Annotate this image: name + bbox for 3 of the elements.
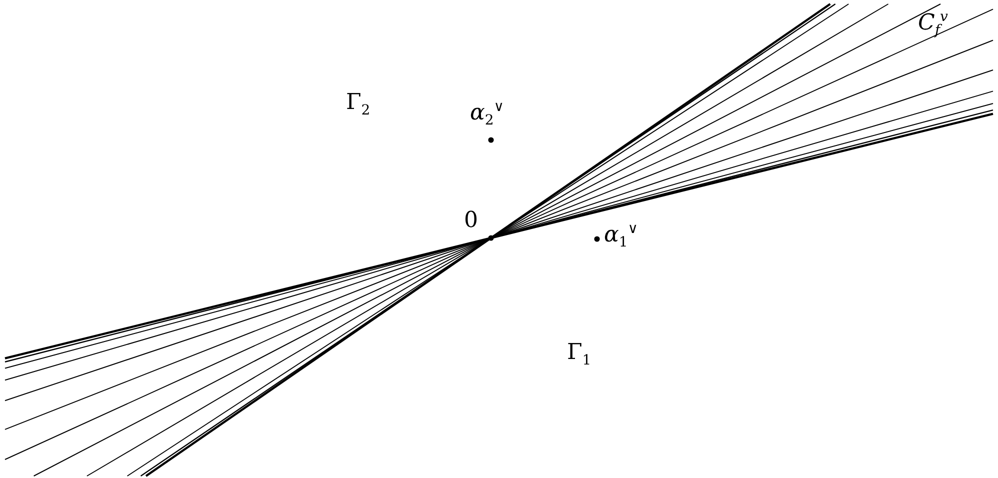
origin-label: 0: [464, 210, 478, 232]
region-label: Γ$_{2}$: [346, 92, 370, 118]
region-label: Γ$_{1}$: [567, 342, 592, 368]
